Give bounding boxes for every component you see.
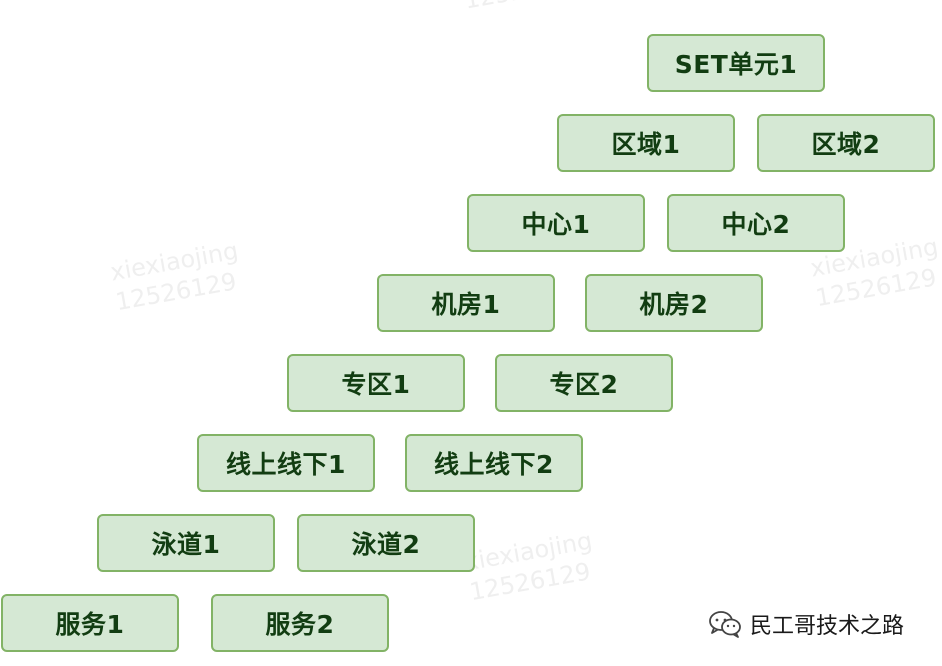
node-online-offline-2: 线上线下2: [405, 434, 583, 492]
watermark: xiexiaojing 12526129: [108, 236, 246, 318]
watermark-line: 12526129: [113, 267, 239, 317]
node-online-offline-1: 线上线下1: [197, 434, 375, 492]
node-zone-1: 专区1: [287, 354, 465, 412]
watermark-line: 12526129: [813, 263, 939, 313]
node-region-2: 区域2: [757, 114, 935, 172]
wechat-icon: [708, 610, 742, 638]
node-service-1: 服务1: [1, 594, 179, 652]
watermark-line: xiexiaojing: [108, 236, 241, 287]
brand-text: 民工哥技术之路: [750, 614, 905, 639]
node-center-2: 中心2: [667, 194, 845, 252]
node-region-1: 区域1: [557, 114, 735, 172]
watermark-line: 12526129: [467, 557, 593, 607]
watermark-line: xiexiaojing: [462, 526, 595, 577]
node-center-1: 中心1: [467, 194, 645, 252]
brand-caption: 民工哥技术之路: [708, 606, 904, 642]
node-lane-2: 泳道2: [297, 514, 475, 572]
watermark: 12526129: [462, 0, 588, 16]
node-set-unit: SET单元1: [647, 34, 825, 92]
watermark-line: 12526129: [462, 0, 588, 16]
watermark: xiexiaojing 12526129: [462, 526, 600, 608]
node-zone-2: 专区2: [495, 354, 673, 412]
node-room-1: 机房1: [377, 274, 555, 332]
node-service-2: 服务2: [211, 594, 389, 652]
node-room-2: 机房2: [585, 274, 763, 332]
node-lane-1: 泳道1: [97, 514, 275, 572]
